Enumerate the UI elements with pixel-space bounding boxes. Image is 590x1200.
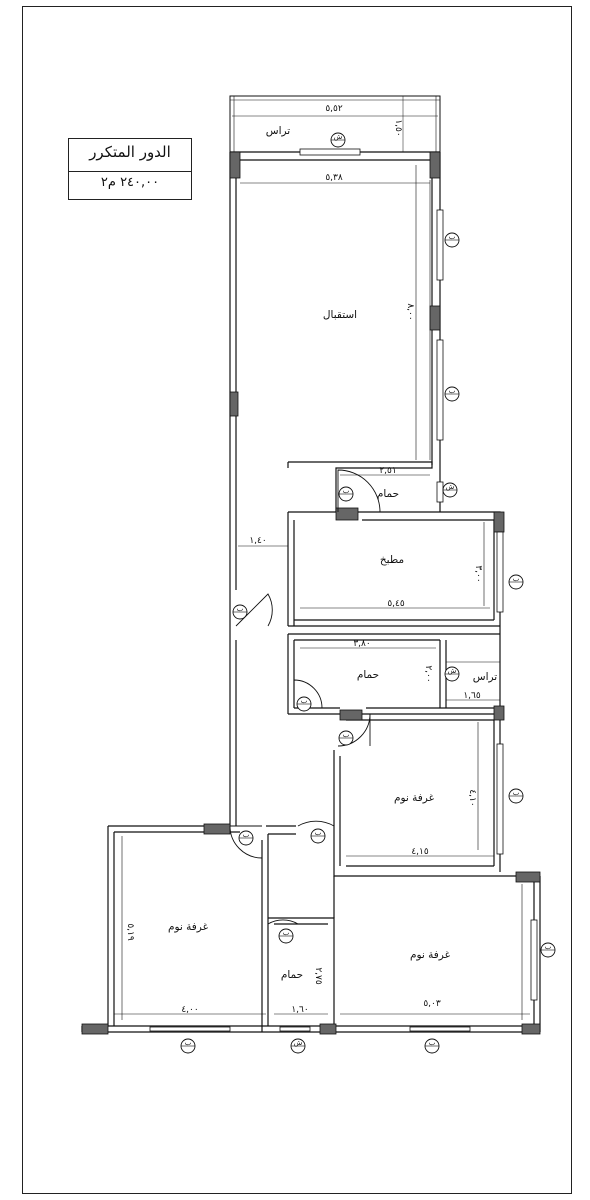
bath-2-label: حمام — [357, 669, 379, 681]
door-tag: ب — [444, 386, 460, 402]
reception-label: استقبال — [323, 309, 357, 321]
dim-reception-length: ٨,٠٠ — [405, 303, 415, 320]
door-tag: ب — [310, 828, 326, 844]
tag-letter: ب — [315, 829, 322, 837]
dim-bedroom2-length: ٥,١٩ — [125, 923, 135, 941]
tag-letter: ب — [513, 575, 520, 583]
door-tag: ب — [238, 830, 254, 846]
bottom-wall — [82, 1025, 540, 1033]
tag-letter: ب — [449, 387, 456, 395]
tag-letter: ش — [294, 1039, 303, 1047]
dim-reception-width: ٥,٣٨ — [325, 173, 343, 183]
dim-bath3-depth: ٢,٧٥ — [313, 967, 323, 985]
door-swing — [235, 593, 273, 627]
floor-area: ٢٤٠,٠٠ م٢ — [100, 175, 160, 190]
dim-bath2-width: ٣,٨٠ — [353, 639, 370, 649]
dim-bedroom1-depth: ٤,١٠ — [467, 789, 477, 806]
tag-letter: ب — [283, 929, 290, 937]
tag-letter: ب — [343, 487, 350, 495]
dim-terrace-depth: ١,٥٠ — [393, 119, 403, 136]
door-tag: ب — [338, 730, 354, 746]
title-divider — [69, 171, 191, 172]
tag-letter: ب — [449, 233, 456, 241]
tag-letter: ب — [301, 697, 308, 705]
window-tag: ش — [444, 666, 460, 682]
left-wall — [229, 152, 237, 590]
dim-bedroom3-width: ٥,٠٣ — [423, 999, 441, 1009]
dim-kitchen-depth: ٣,٠٠ — [473, 565, 483, 582]
bedroom-1-label: غرفة نوم — [394, 792, 435, 804]
dim-kitchen-width: ٥,٤٥ — [387, 599, 405, 609]
dim-terrace-mid-width: ١,٦٥ — [463, 691, 481, 701]
door-tag: ب — [278, 928, 294, 944]
door-tag: ب — [540, 942, 556, 958]
door-tag: ب — [338, 486, 354, 502]
door-tag: ب — [180, 1038, 196, 1054]
tag-letter: ش — [334, 133, 343, 141]
tag-letter: ش — [446, 483, 455, 491]
tag-letter: ب — [237, 605, 244, 613]
tag-letter: ب — [513, 789, 520, 797]
terrace-top-label: تراس — [266, 125, 291, 137]
door-tag: ب — [508, 574, 524, 590]
door-tag: ب — [296, 696, 312, 712]
dim-bedroom1-width: ٤,١٥ — [411, 847, 429, 857]
dim-bedroom2-width: ٤,٠٠ — [181, 1005, 198, 1015]
dim-bath2-depth: ٢,٠٠ — [423, 665, 433, 682]
dim-bath1-width: ٢,٥١ — [379, 466, 396, 476]
window-tag: ش — [330, 132, 346, 148]
dim-bath3-width: ١,٦٠ — [291, 1005, 308, 1015]
title-block: الدور المتكرر ٢٤٠,٠٠ م٢ — [68, 138, 192, 200]
bedroom-2-label: غرفة نوم — [168, 921, 209, 933]
floor-name: الدور المتكرر — [89, 143, 171, 161]
door-tag: ب — [232, 604, 248, 620]
terrace-mid-label: تراس — [473, 671, 498, 683]
tag-letter: ب — [185, 1039, 192, 1047]
bath-1-label: حمام — [377, 488, 399, 500]
reception-right-wall — [431, 152, 441, 512]
dim-corridor-width: ١,٤٠ — [249, 536, 266, 546]
tag-letter: ب — [243, 831, 250, 839]
tag-letter: ب — [343, 731, 350, 739]
tag-letter: ب — [545, 943, 552, 951]
window-tag: ش — [442, 482, 458, 498]
door-tag: ب — [444, 232, 460, 248]
dim-terrace-width: ٥,٥٢ — [325, 104, 343, 114]
door-tag: ب — [508, 788, 524, 804]
kitchen-label: مطبخ — [380, 554, 404, 566]
bath-3-label: حمام — [281, 969, 303, 981]
door-tag: ب — [424, 1038, 440, 1054]
drawing-frame — [22, 6, 572, 1194]
tag-letter: ب — [429, 1039, 436, 1047]
bedroom-3-label: غرفة نوم — [410, 949, 451, 961]
window-tag: ش — [290, 1038, 306, 1054]
tag-letter: ش — [448, 667, 457, 675]
